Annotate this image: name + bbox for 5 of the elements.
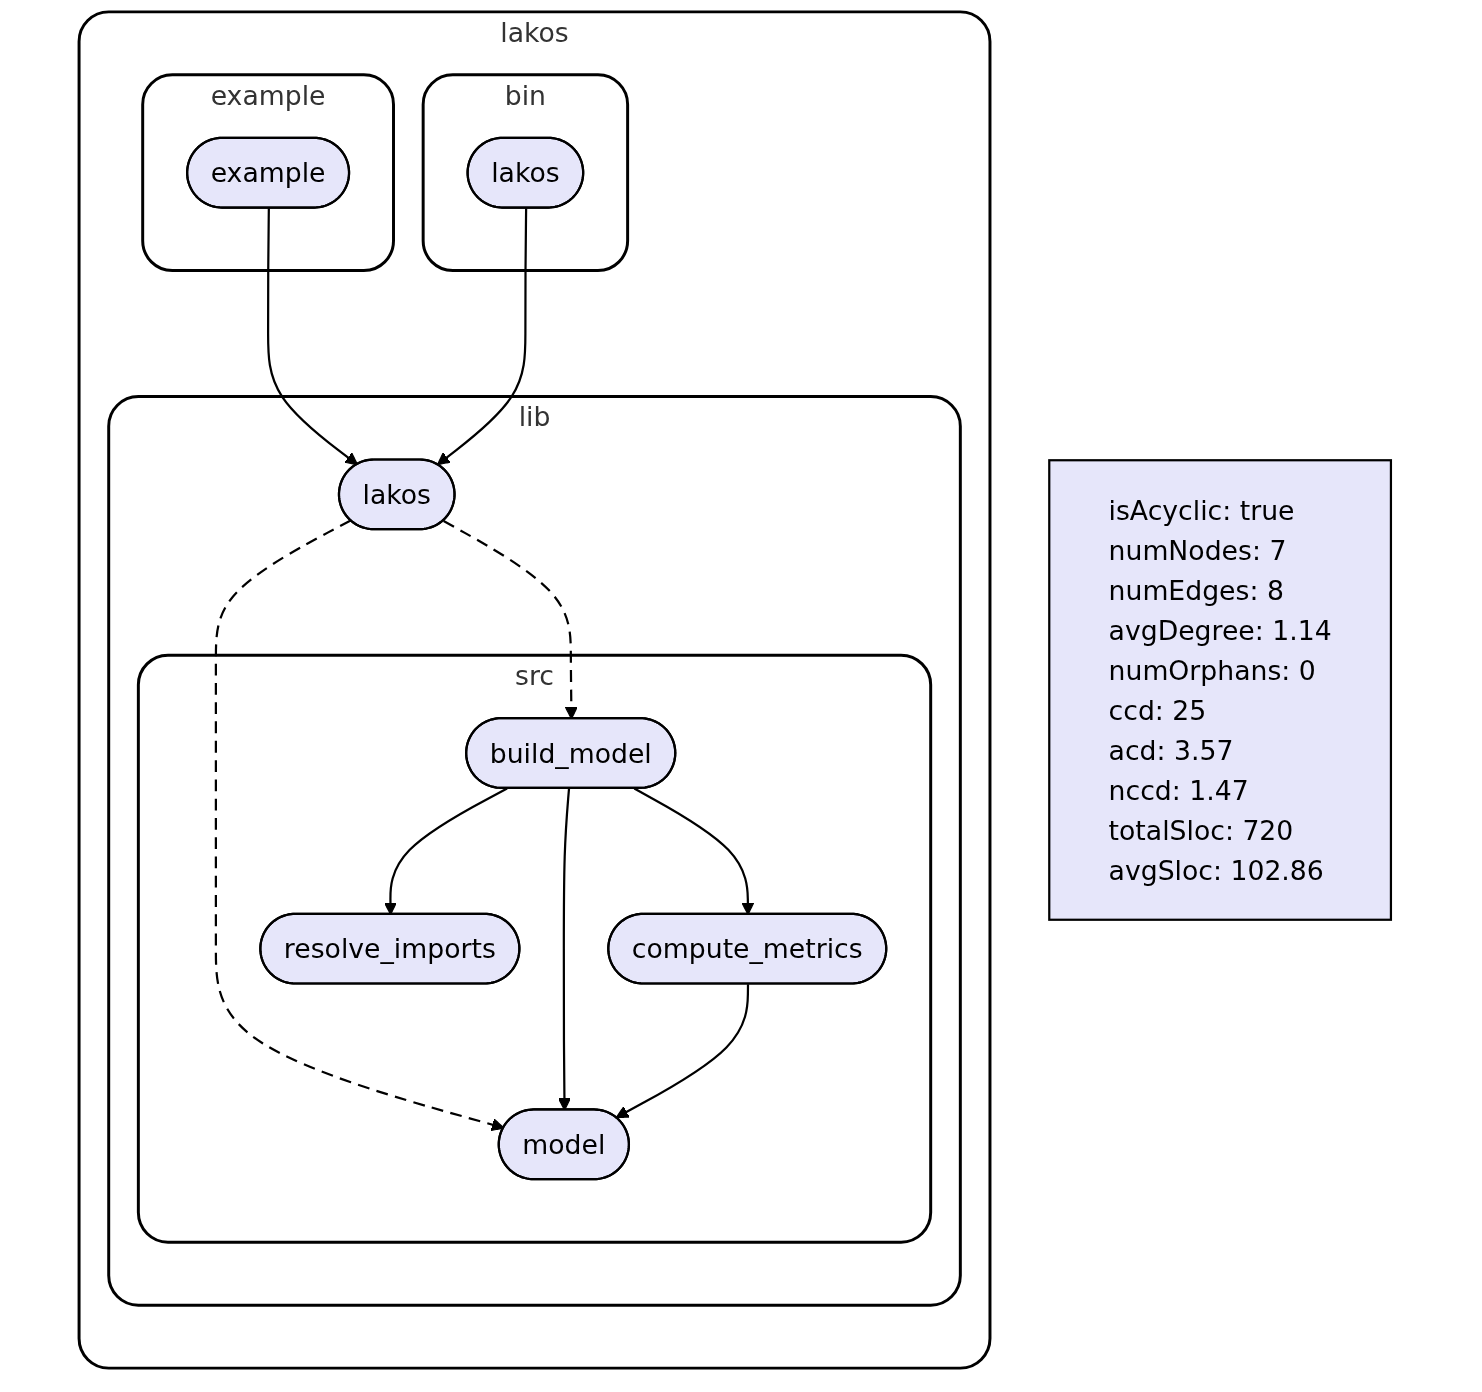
arrow bbox=[214, 519, 505, 1132]
arrow bbox=[436, 208, 528, 466]
arrow bbox=[615, 984, 750, 1119]
node-box: isAcyclic: true numNodes: 7 numEdges: 8 avgDegree: 1.14 numOrphans: 0 ccd: 25 acd: 3.57 nccd: 1.47 totalSloc: 720 avgSloc: 102.86 bbox=[1048, 459, 1393, 921]
arrow bbox=[267, 208, 359, 466]
